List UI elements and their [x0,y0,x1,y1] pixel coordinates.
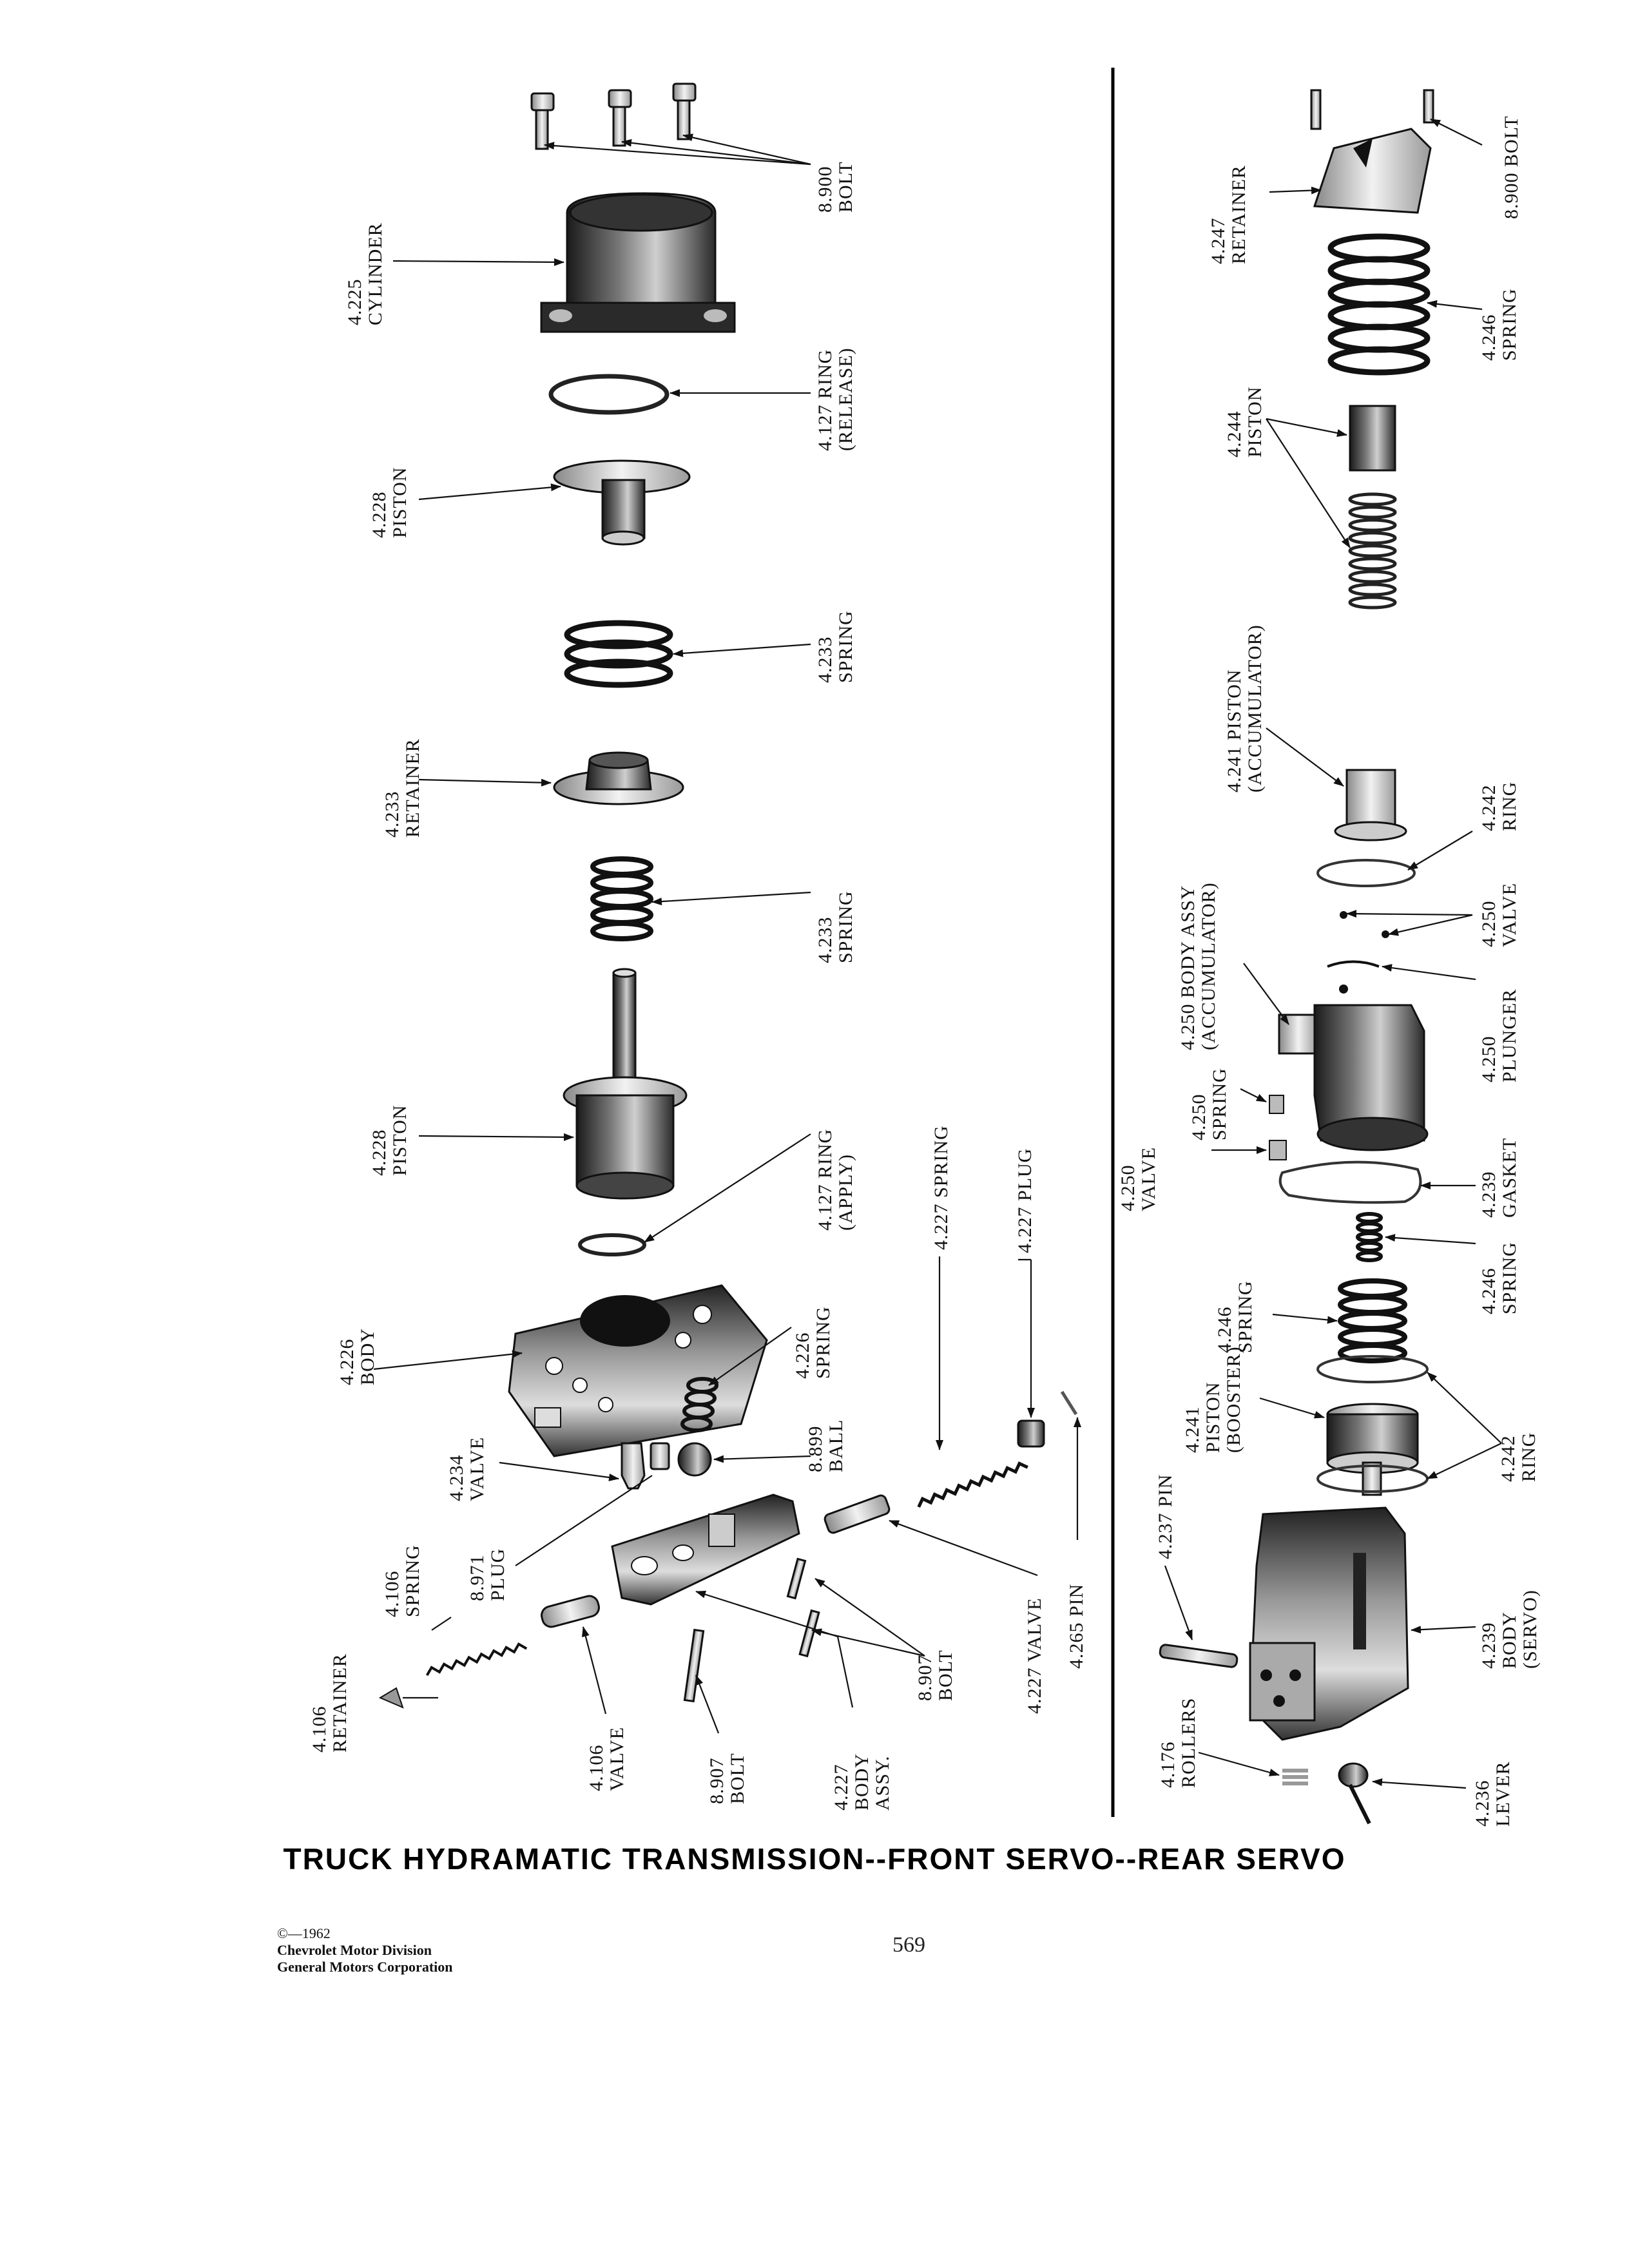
rear-piston-spring-part [1348,492,1397,610]
copyright-division: Chevrolet Motor Division [277,1942,432,1958]
label-8899-ball: 8.899BALL [805,1419,847,1472]
label-4250-plunger: 4.250PLUNGER [1478,989,1520,1082]
leader-lines [373,119,1502,1789]
label-4226-spring: 4.226SPRING [792,1306,834,1379]
rollers-part [1282,1769,1308,1785]
copyright-corporation: General Motors Corporation [277,1959,453,1975]
ring-apply-part [578,1233,646,1256]
label-8907-bolt-left: 8.907BOLT [706,1753,748,1804]
label-4250-valve-left: 4.250VALVE [1117,1147,1159,1211]
bolt-part [530,82,697,150]
accumulator-body-part [1278,1004,1429,1151]
bolts-8907-part [683,1557,820,1703]
booster-piston-part [1326,1403,1419,1496]
piston-lower-part [563,968,688,1200]
pin-4237-part [1159,1644,1239,1668]
label-4246-spring-left: 4.246SPRING [1214,1280,1256,1353]
valve-body-assy-part [611,1494,800,1606]
booster-ring-top-part [1316,1355,1429,1383]
rear-servo-parts [1159,89,1434,1825]
ball-part [677,1442,712,1477]
label-4246-spring-right: 4.246SPRING [1478,1242,1520,1314]
page-number: 569 [892,1933,925,1957]
accumulator-valve-part [1327,911,1389,994]
label-4242-ring-lower: 4.242RING [1498,1432,1539,1482]
label-4227-valve: 4.227 VALVE [1024,1598,1045,1714]
rear-servo-labels: 4.247RETAINER 8.900 BOLT 4.246SPRING 4.2… [1117,115,1541,1827]
label-4265-pin: 4.265 PIN [1066,1584,1087,1669]
label-8907-bolt-right: 8.907BOLT [914,1649,956,1701]
accumulator-piston-part [1334,769,1407,841]
page-title: TRUCK HYDRAMATIC TRANSMISSION--FRONT SER… [283,1842,1346,1876]
lever-part [1338,1762,1371,1825]
label-4242-ring-top: 4.242RING [1478,782,1520,831]
label-4250-body-assy: 4.250 BODY ASSY(ACCUMULATOR) [1177,882,1219,1050]
body-spring-part [680,1377,718,1432]
label-4127-ring-release: 4.127 RING(RELEASE) [815,347,856,451]
accumulator-small-parts [1269,1095,1287,1160]
accumulator-ring-part [1316,859,1416,887]
front-servo-labels: 8.900BOLT 4.225CYLINDER 4.127 RING(RELEA… [309,161,1087,1811]
spring-4227-part [917,1461,1028,1508]
label-4237-pin: 4.237 PIN [1155,1474,1176,1559]
label-4226-body: 4.226BODY [336,1328,378,1385]
front-servo-parts [378,82,1078,1709]
label-4106-retainer: 4.106RETAINER [309,1653,351,1753]
label-4228-piston-top: 4.228PISTON [369,467,410,538]
rear-spring-top-part [1327,233,1431,376]
label-4176-rollers: 4.176ROLLERS [1157,1698,1199,1788]
label-4246-spring-top: 4.246SPRING [1478,288,1520,361]
spring-4106-part [425,1642,528,1677]
label-4244-piston: 4.244PISTON [1224,387,1266,457]
piston-top-part [553,459,691,546]
copyright-block: ©—1962 Chevrolet Motor Division General … [277,1925,453,1975]
spring-lower-part [590,856,653,941]
gasket-part [1278,1160,1422,1204]
label-4247-retainer: 4.247RETAINER [1208,165,1249,264]
label-4227-plug: 4.227 PLUG [1014,1148,1036,1253]
label-8900-bolt-rear: 8.900 BOLT [1501,115,1522,219]
front-servo-body-part [508,1284,768,1457]
pin-4265-part [1060,1390,1078,1416]
rear-spring-small-part [1356,1212,1383,1262]
rear-retainer-part [1310,89,1434,214]
label-8971-plug: 8.971PLUG [467,1548,508,1601]
plug-4227-part [1017,1419,1045,1448]
label-4233-spring-top: 4.233SPRING [815,610,856,683]
label-4106-valve: 4.106VALVE [586,1727,628,1791]
rear-spring-medium-part [1338,1278,1407,1363]
label-4227-spring: 4.227 SPRING [930,1125,952,1250]
copyright-year: ©—1962 [277,1925,331,1941]
retainer-part [553,751,684,805]
label-4250-spring: 4.250SPRING [1188,1068,1230,1140]
valve-4227-part [824,1494,891,1534]
label-4239-gasket: 4.239GASKET [1478,1138,1520,1218]
label-4241-piston-accumulator: 4.241 PISTON(ACCUMULATOR) [1224,624,1266,793]
label-4233-retainer: 4.233RETAINER [381,738,423,838]
spring-top-part [564,620,673,688]
label-4227-body-assy: 4.227BODYASSY. [831,1753,893,1811]
label-4127-ring-apply: 4.127 RING(APPLY) [815,1129,856,1231]
label-4233-spring-lower: 4.233SPRING [815,890,856,963]
valve-part [621,1442,670,1490]
rear-piston-4244-part [1349,405,1396,472]
label-4106-spring: 4.106SPRING [381,1544,423,1617]
label-4250-valve-right: 4.250VALVE [1478,883,1520,947]
valve-4106-part [541,1595,600,1628]
label-8900-bolt: 8.900BOLT [815,161,856,213]
label-4241-piston-booster: 4.241PISTON(BOOSTER) [1182,1346,1244,1453]
rear-servo-body-part [1249,1506,1409,1741]
label-4234-valve: 4.234VALVE [446,1437,488,1501]
label-4239-body-servo: 4.239BODY(SERVO) [1478,1590,1541,1669]
label-4228-piston-lower: 4.228PISTON [369,1105,410,1176]
cylinder-part [540,192,736,333]
label-4225-cylinder: 4.225CYLINDER [344,222,386,325]
label-4236-lever: 4.236LEVER [1472,1761,1514,1827]
ring-release-part [548,374,670,415]
retainer-4106-part [378,1687,404,1709]
